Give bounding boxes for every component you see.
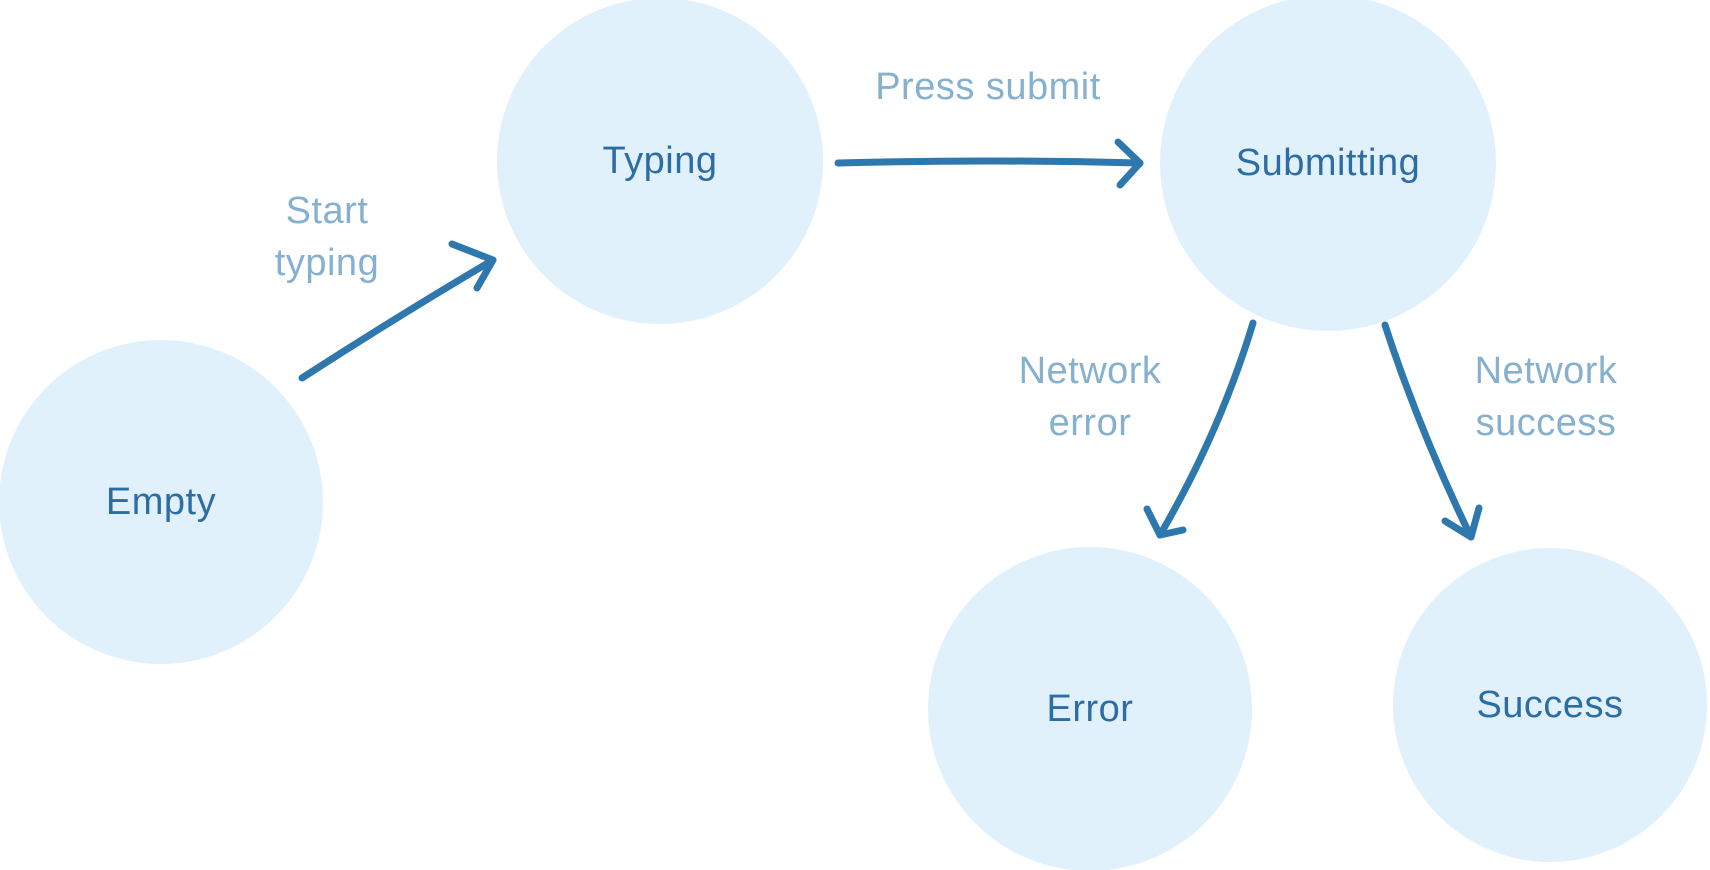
state-node-label: Typing (602, 139, 718, 182)
arrowhead-icon (1114, 138, 1144, 189)
edge-typing-to-submitting (834, 138, 1144, 189)
edge-label-network-error: Network error (1018, 350, 1162, 444)
state-node-typing: Typing (497, 0, 823, 324)
state-node-label: Submitting (1235, 141, 1421, 184)
state-node-error: Error (928, 547, 1252, 870)
edge-submitting-to-success (1381, 321, 1483, 541)
edge-line (1381, 321, 1475, 541)
edge-line (298, 256, 497, 382)
edge-label-start-typing: Start typing (274, 190, 380, 284)
state-node-success: Success (1393, 548, 1707, 862)
edge-label-press-submit: Press submit (875, 66, 1101, 108)
arrowhead-icon (1441, 504, 1483, 541)
edge-line (1156, 319, 1257, 539)
state-node-submitting: Submitting (1160, 0, 1496, 331)
edge-label-network-success: Network success (1474, 350, 1618, 444)
state-node-label: Empty (105, 480, 217, 523)
state-node-label: Error (1046, 687, 1134, 730)
arrowhead-icon (1143, 505, 1187, 539)
edge-submitting-to-error (1143, 319, 1257, 539)
edge-empty-to-typing (298, 240, 497, 382)
state-node-label: Success (1476, 683, 1624, 726)
edge-line (834, 157, 1144, 167)
arrowhead-icon (448, 240, 497, 292)
state-node-empty: Empty (0, 340, 323, 664)
